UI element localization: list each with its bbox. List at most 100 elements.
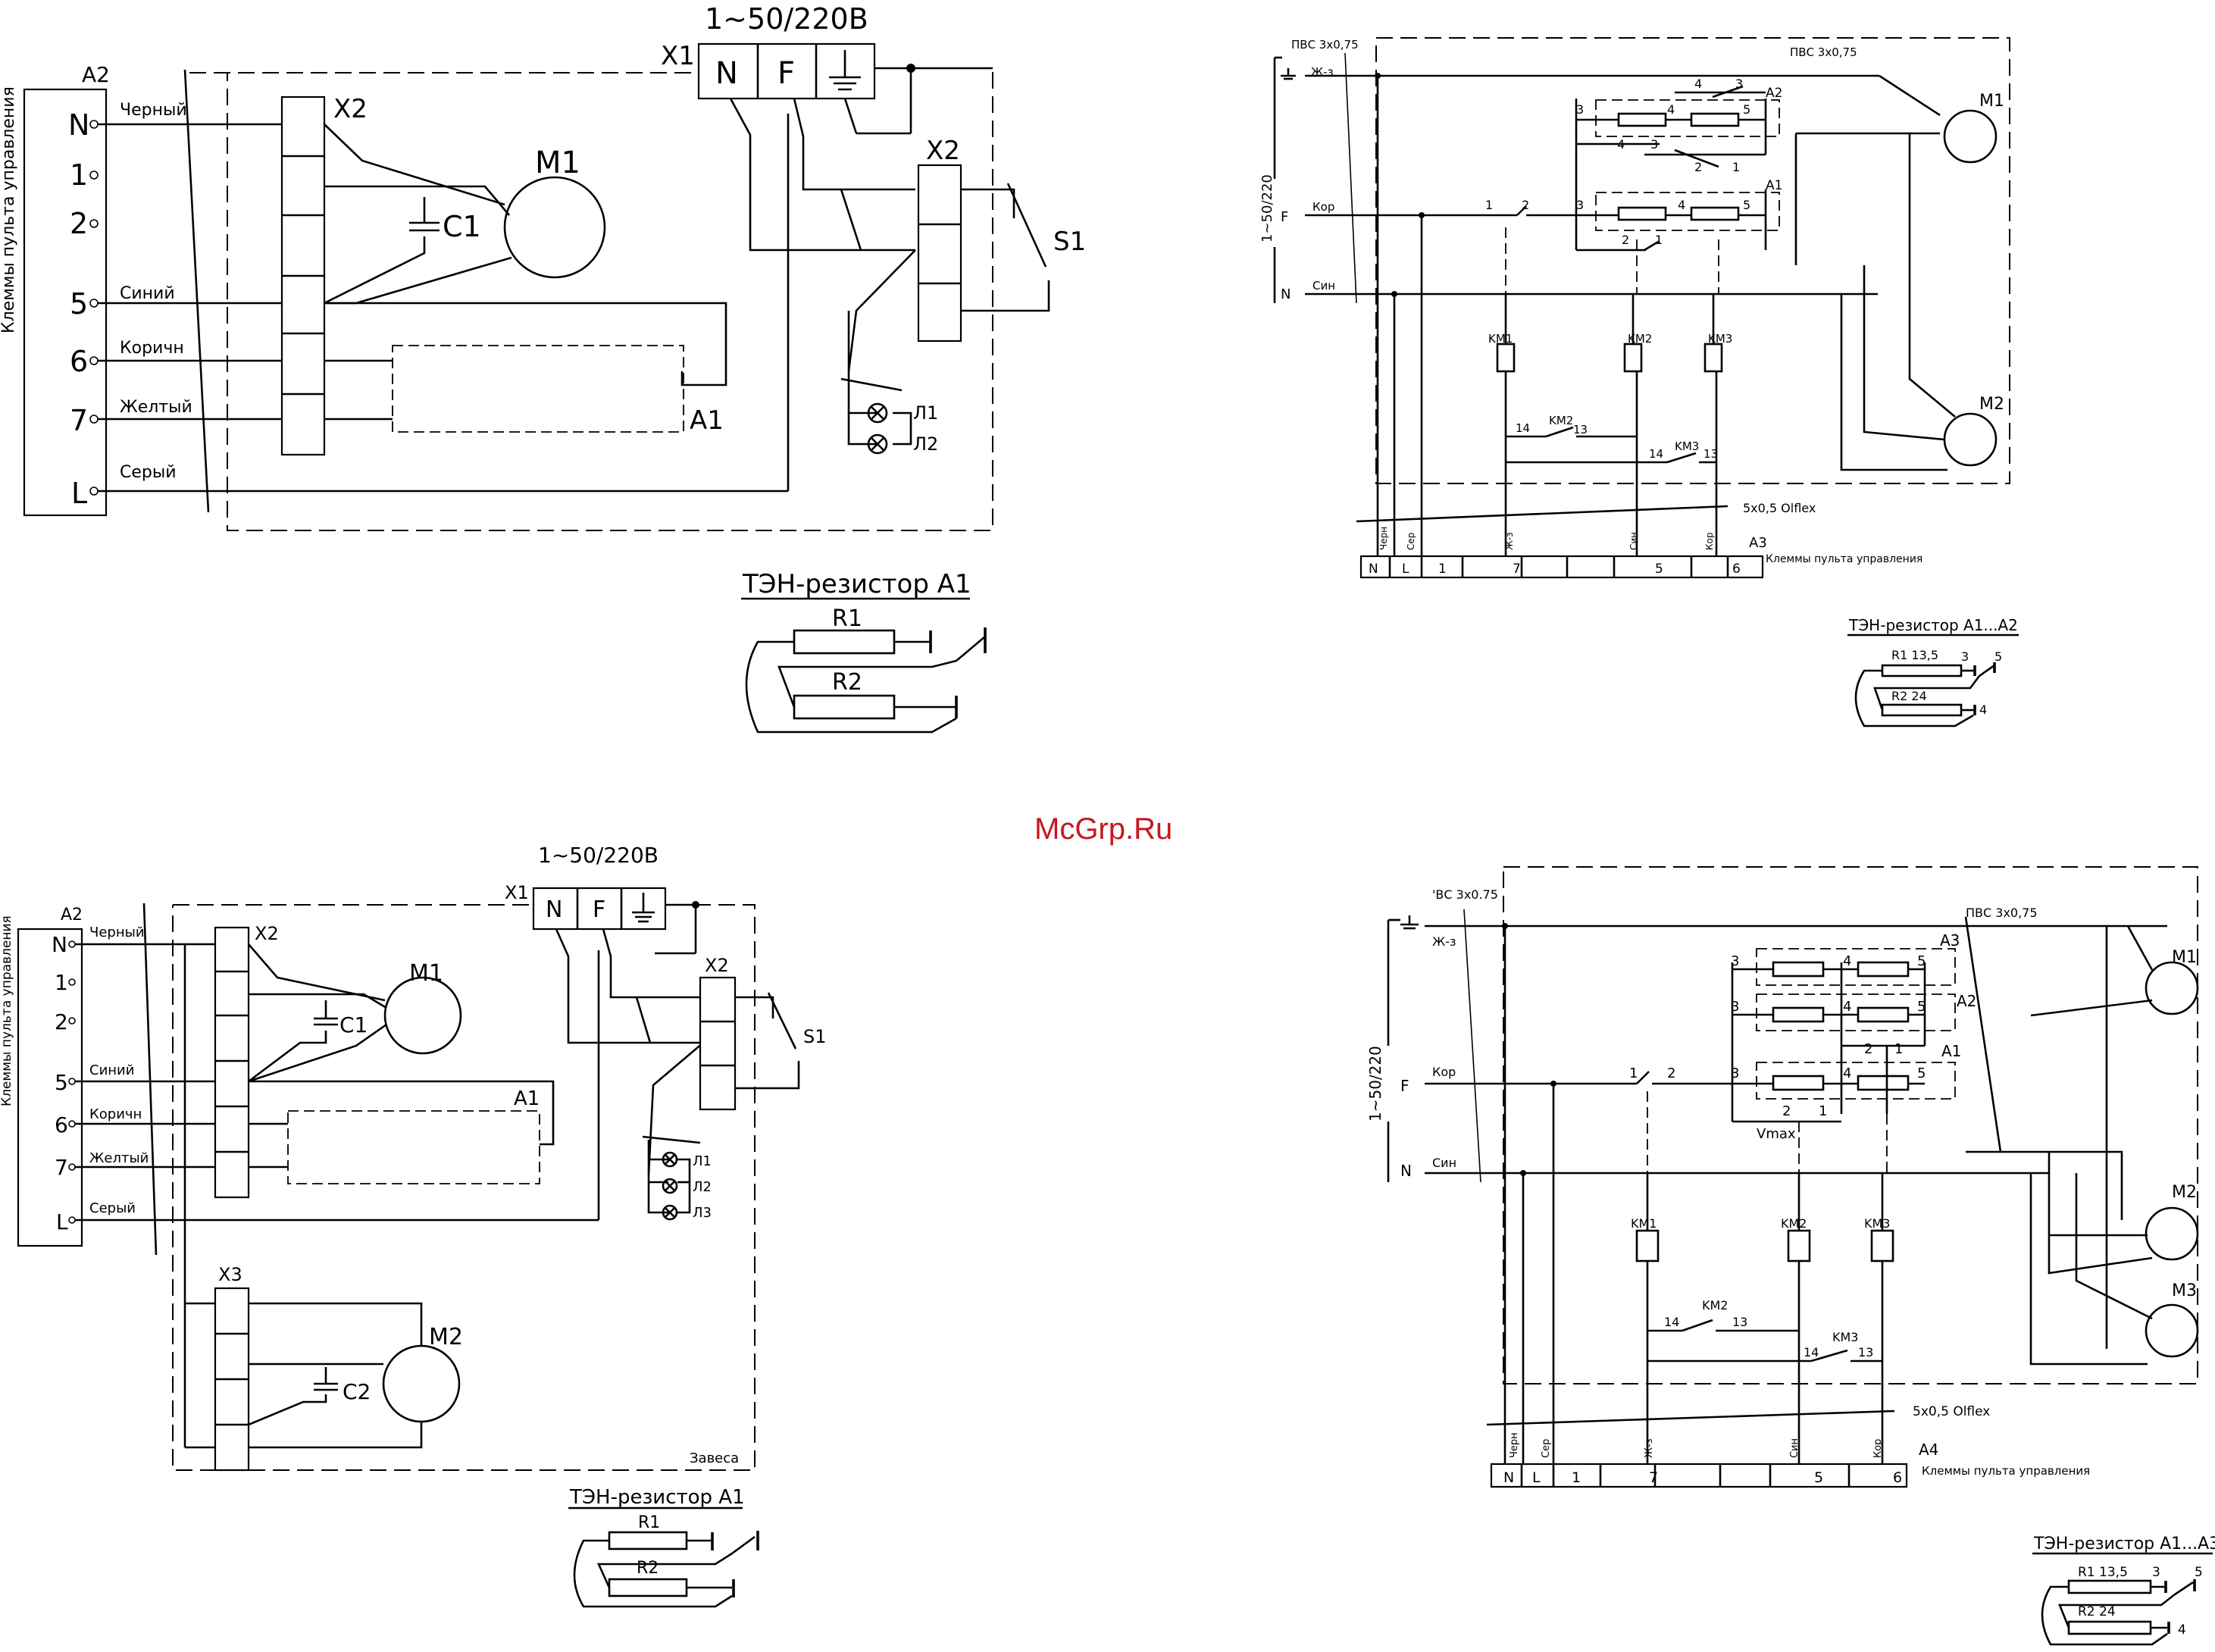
switch-n2: 2 <box>1667 1065 1675 1081</box>
switch-s1 <box>961 183 1050 312</box>
x1-n: N <box>715 56 738 91</box>
wire-brown-label: Коричн <box>120 339 184 358</box>
col-cherny: Черн <box>1509 1432 1520 1458</box>
n-label: N <box>1281 286 1291 302</box>
a1-n1-bot: 1 <box>1655 233 1663 247</box>
a1-label: A1 <box>1766 178 1782 193</box>
supply-label: 1~50/220В <box>538 843 659 868</box>
a1-n1-top: 1 <box>1732 160 1740 174</box>
motor-m1 <box>503 176 606 279</box>
wire-yellow-label: Желтый <box>120 398 192 417</box>
terminal-7: 7 <box>70 404 88 437</box>
f-label: F <box>1281 209 1288 225</box>
a2-label: A2 <box>1957 992 1976 1010</box>
x2-terminal-strip <box>214 926 250 1199</box>
wire-black-label: Черный <box>89 925 145 940</box>
a3-n3: 3 <box>1731 953 1739 969</box>
motor-m1 <box>2145 961 2199 1015</box>
a1-label: A1 <box>1941 1042 1961 1060</box>
c13-b: 13 <box>1858 1345 1873 1359</box>
switch-n1: 1 <box>1485 198 1493 212</box>
terminal-6: 6 <box>70 345 88 378</box>
m1-label: M1 <box>535 145 580 180</box>
ten-n4: 4 <box>1979 702 1987 717</box>
terminal-2: 2 <box>70 207 88 240</box>
m2-label: M2 <box>2172 1183 2197 1202</box>
col-zhz: Ж-з <box>1644 1438 1655 1458</box>
l2-label: Л2 <box>913 433 938 455</box>
cable-label: 5х0,5 Olflex <box>1743 501 1816 515</box>
terminal-l: L <box>56 1209 68 1234</box>
coil-km1 <box>1635 1229 1660 1262</box>
wire-blue-label: Синий <box>120 284 175 303</box>
a3-label: A3 <box>1749 535 1767 551</box>
wire-black-label: Черный <box>120 101 187 120</box>
a2-n5: 5 <box>1917 999 1926 1015</box>
m1-label: M1 <box>409 960 443 987</box>
terminal-1: 1 <box>70 158 88 192</box>
l3-label: Л3 <box>693 1205 712 1221</box>
pvs-in-label: ПВС 3х0,75 <box>1291 38 1359 52</box>
diagram-4-three-motor-contactors: 'ВС 3х0.75 ПВС 3х0,75 Ж-з Кор Син 1~50/2… <box>1366 866 2215 1646</box>
lamp-l2-icon <box>867 433 888 455</box>
motor-m1 <box>383 976 462 1055</box>
km3-contact: KM3 <box>1675 440 1699 453</box>
s1-label: S1 <box>803 1026 827 1047</box>
c13-b: 13 <box>1703 447 1718 461</box>
a2-n3-top: 3 <box>1735 77 1743 91</box>
ten-n3: 3 <box>2152 1565 2160 1580</box>
c2-label: C2 <box>343 1379 371 1404</box>
capacitor-c2 <box>314 1367 338 1391</box>
col-cherny: Черн <box>1378 527 1389 550</box>
c13-a: 13 <box>1573 423 1588 436</box>
terminal-5: 5 <box>55 1070 68 1095</box>
col-sin: Син <box>1628 532 1639 550</box>
wire-yellow-label: Желтый <box>89 1150 149 1166</box>
lamp-l2-icon <box>662 1178 678 1194</box>
heater-a3 <box>1756 948 1956 986</box>
sin-label: Син <box>1432 1156 1456 1170</box>
panel-title: Клеммы пульта управления <box>1766 553 1922 565</box>
a2-n5: 5 <box>1743 102 1750 117</box>
n-label: N <box>1400 1162 1412 1180</box>
switch-s1 <box>735 992 800 1090</box>
cable-label: 5х0,5 Olflex <box>1913 1404 1990 1419</box>
ground-icon <box>1281 68 1296 80</box>
m2-label: M2 <box>429 1324 463 1350</box>
a1-n3: 3 <box>1576 198 1584 212</box>
capacitor-c1 <box>409 197 440 232</box>
zh-label: Ж-з <box>1432 934 1456 949</box>
m1-label: M1 <box>1979 92 2004 111</box>
ten-n5: 5 <box>1994 649 2002 664</box>
ten-resistor-diagram <box>573 1531 759 1608</box>
strip-7: 7 <box>1513 562 1521 577</box>
x2-right-strip <box>917 164 962 343</box>
ten-title: ТЭН-резистор A1 <box>569 1486 745 1509</box>
terminal-l: L <box>71 477 87 510</box>
vmax-label: Vmax <box>1757 1126 1796 1142</box>
km3-label: KM3 <box>1864 1216 1890 1231</box>
motor-m2 <box>382 1344 461 1423</box>
strip-1: 1 <box>1572 1469 1581 1486</box>
m3-label: M3 <box>2172 1281 2197 1300</box>
col-kor: Кор <box>1872 1439 1884 1458</box>
r2-label: R2 24 <box>1891 689 1927 703</box>
km1-label: KM1 <box>1488 332 1513 346</box>
l2-label: Л2 <box>693 1179 712 1195</box>
supply-label: 1~50/220В <box>705 2 868 36</box>
a1-n5: 5 <box>1743 198 1750 212</box>
strip-6: 6 <box>1893 1469 1902 1486</box>
pvs-out-label: ПВС 3х0,75 <box>1966 906 2038 920</box>
col-ser: Сер <box>1406 533 1416 550</box>
wire-brown-label: Коричн <box>89 1106 142 1122</box>
kor-label: Кор <box>1432 1065 1456 1079</box>
coil-km2 <box>1787 1229 1811 1262</box>
a2-n4-bot: 4 <box>1617 137 1625 152</box>
a3-n5: 5 <box>1917 953 1926 969</box>
control-panel-terminals <box>23 88 108 517</box>
x1-label: X1 <box>505 882 529 903</box>
supply-label: 1~50/220 <box>1366 1046 1384 1122</box>
r1-label: R1 13,5 <box>2078 1565 2128 1580</box>
r2-label: R2 <box>832 669 862 696</box>
